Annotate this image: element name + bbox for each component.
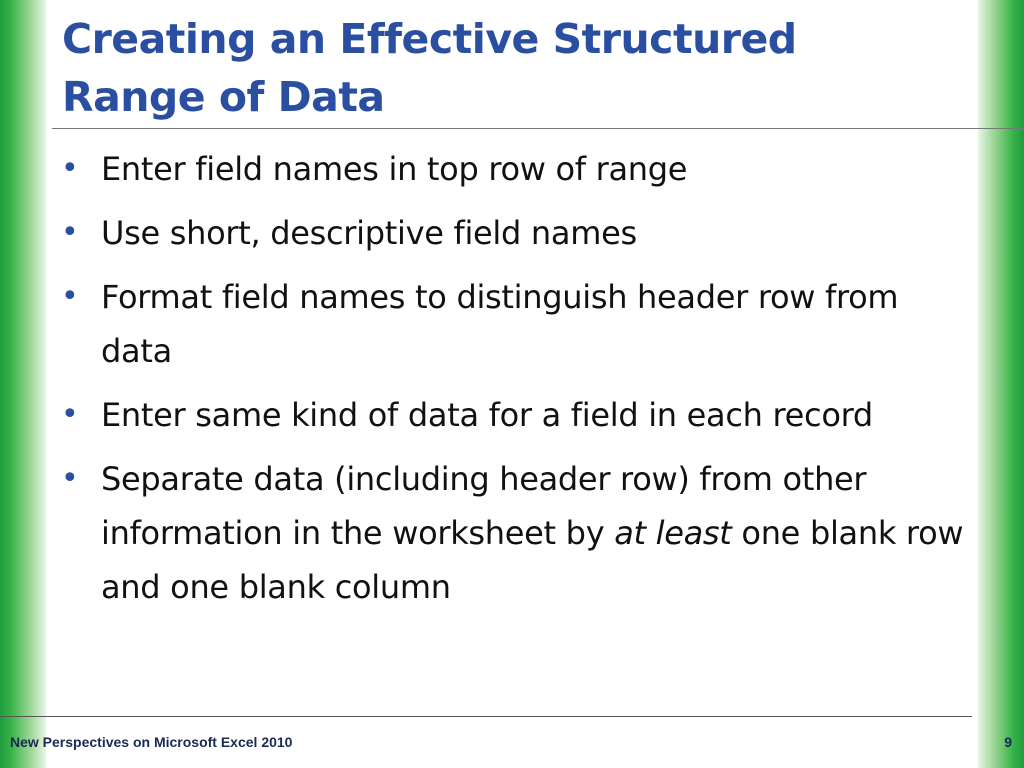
bullet-dot-icon: • (61, 215, 79, 250)
page-number: 9 (1004, 734, 1012, 750)
title-divider (52, 128, 1024, 129)
bullet-item: • Enter same kind of data for a field in… (54, 388, 974, 442)
bullet-text: Format field names to distinguish header… (101, 278, 899, 370)
bullet-item: • Separate data (including header row) f… (54, 452, 974, 614)
bullet-dot-icon: • (61, 279, 79, 314)
bullet-text-start: Separate data (including header row) fro… (101, 460, 867, 552)
bullet-text: Enter same kind of data for a field in e… (101, 396, 873, 434)
bullet-emphasis: at least (614, 514, 732, 552)
bullet-text-end: one blank row and one blank column (101, 514, 964, 606)
bullet-item: • Enter field names in top row of range (54, 142, 974, 196)
footer-caption: New Perspectives on Microsoft Excel 2010 (10, 734, 293, 750)
bullet-list: • Enter field names in top row of range … (54, 142, 974, 624)
bullet-item: • Format field names to distinguish head… (54, 270, 974, 378)
footer-divider (0, 716, 972, 717)
bullet-dot-icon: • (61, 461, 79, 496)
bullet-item: • Use short, descriptive field names (54, 206, 974, 260)
bullet-text: Enter field names in top row of range (101, 150, 688, 188)
slide-title: Creating an Effective Structured Range o… (62, 15, 797, 121)
bullet-text: Use short, descriptive field names (101, 214, 637, 252)
left-green-stripe (0, 0, 46, 768)
right-green-stripe (978, 0, 1024, 768)
bullet-dot-icon: • (61, 151, 79, 186)
bullet-dot-icon: • (61, 397, 79, 432)
